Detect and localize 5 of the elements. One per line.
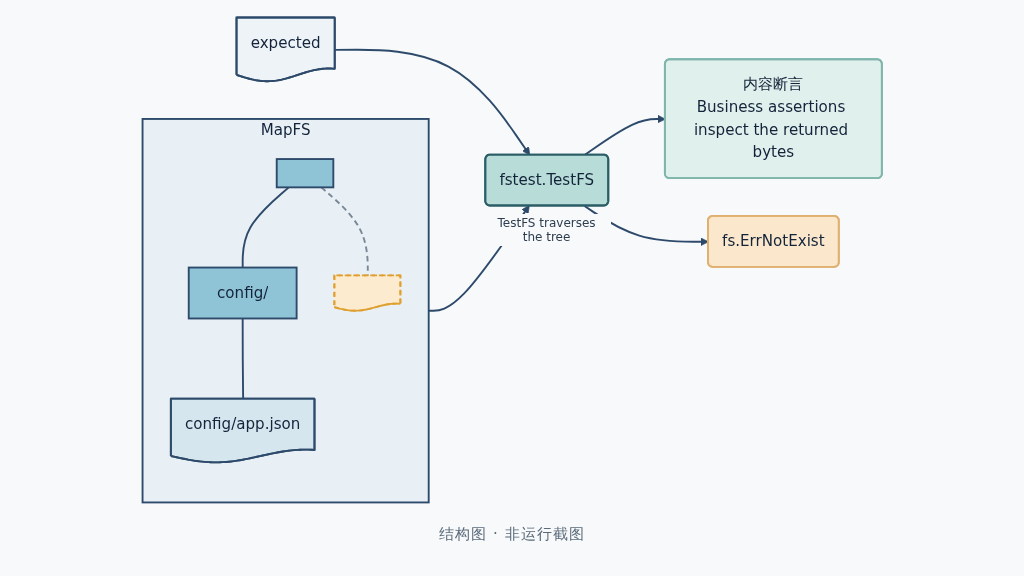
node-box: config/ [187, 266, 298, 320]
caption: 结构图 · 非运行截图 [439, 525, 585, 543]
connector [241, 186, 290, 269]
arrow [334, 48, 530, 156]
node-folder [275, 158, 335, 189]
